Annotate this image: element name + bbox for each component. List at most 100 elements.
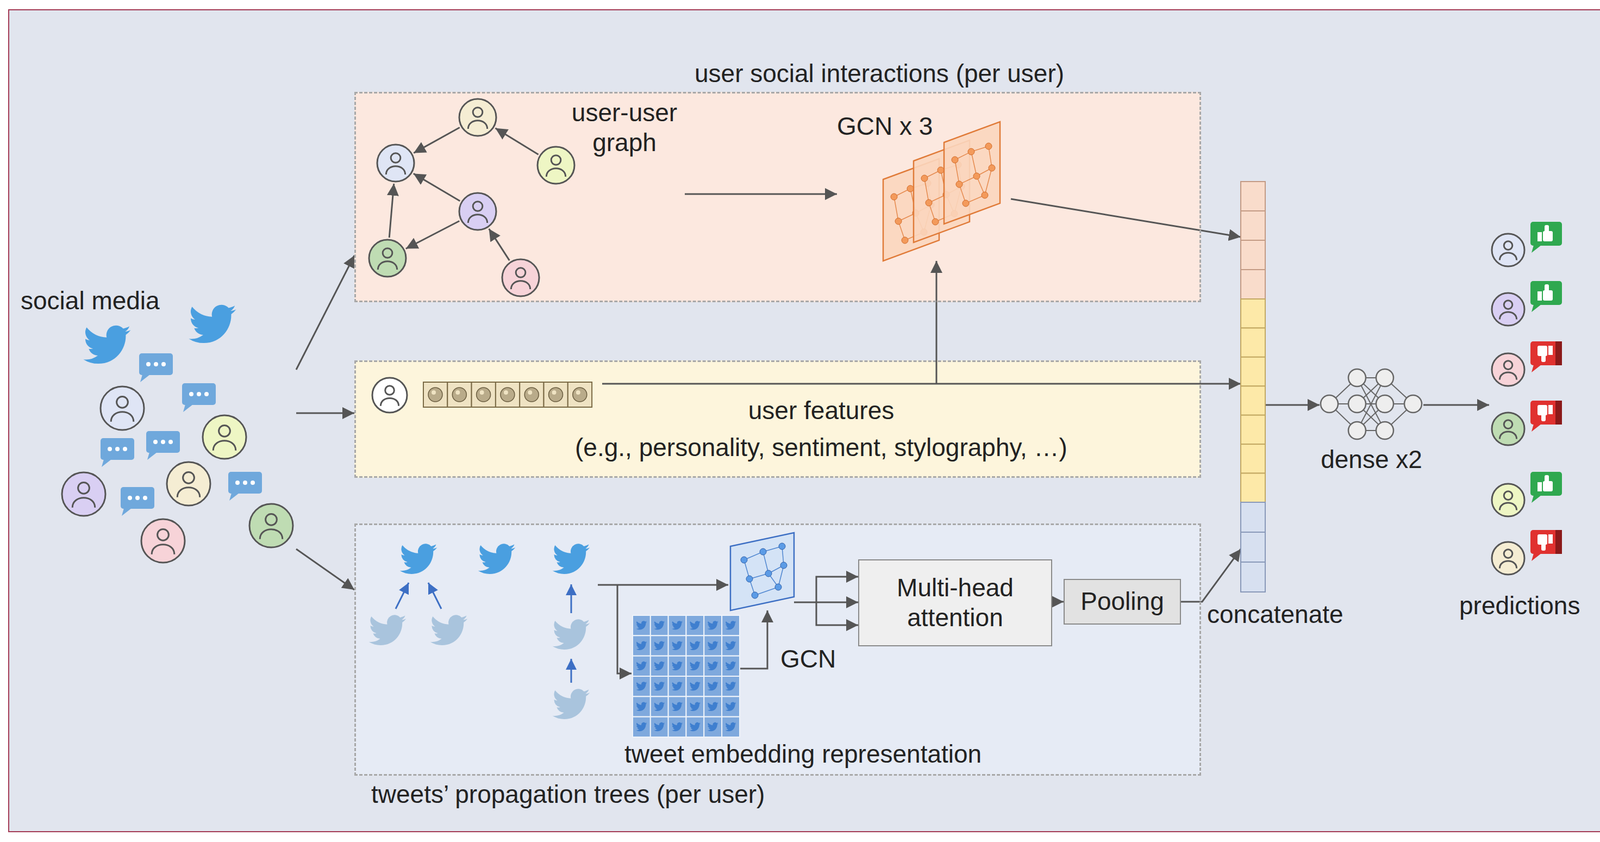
- embedding-cell: [632, 655, 651, 677]
- feature-cell: [567, 382, 592, 408]
- bird-icon: [725, 641, 737, 650]
- embedding-cell: [686, 676, 705, 697]
- vector-cell: [1240, 532, 1266, 562]
- bird-icon: [689, 681, 701, 691]
- neuron: [1376, 369, 1394, 387]
- embedding-cell: [650, 716, 669, 737]
- bird-icon: [707, 722, 719, 731]
- bird-icon: [707, 620, 719, 630]
- pooling-box: Pooling: [1063, 578, 1181, 625]
- arrow-line: [413, 127, 460, 153]
- embedding-cell: [721, 676, 740, 697]
- embedding-grid: tweet embedding representation: [632, 615, 740, 737]
- connector-line: [1010, 198, 1241, 237]
- speech-bubble: [1530, 221, 1562, 253]
- neuron: [1404, 395, 1422, 413]
- arrow-line: [617, 584, 632, 674]
- connector-line: [1265, 404, 1320, 406]
- bird-icon: [653, 641, 665, 650]
- feature-cell: [471, 382, 496, 408]
- connector-line: [1423, 404, 1490, 406]
- bird-icon: [552, 688, 591, 720]
- feature-cell: [447, 382, 472, 408]
- vector-cell: [1240, 561, 1266, 592]
- user-icon: [537, 146, 575, 184]
- bird-icon: [689, 661, 701, 671]
- bird-icon: [671, 681, 683, 691]
- node-label: user features: [748, 395, 895, 426]
- bird-icon: [707, 681, 719, 691]
- user-icon: [61, 472, 106, 516]
- embedding-cell: [668, 635, 687, 656]
- panel-fill: [354, 91, 1202, 303]
- bird-icon: [635, 681, 647, 691]
- arrow-line: [405, 220, 460, 249]
- embedding-cell: [703, 635, 722, 656]
- arrow-line: [428, 582, 442, 609]
- feature-cell: [423, 382, 448, 408]
- node-label: tweet embedding representation: [624, 739, 982, 770]
- bird-icon: [552, 619, 591, 650]
- vector-cell: [1240, 210, 1266, 241]
- connector: [1265, 404, 1320, 406]
- bird-icon: [671, 620, 683, 630]
- connector: [794, 576, 859, 625]
- bird-icon: [671, 661, 683, 671]
- bird-icon: [430, 614, 468, 646]
- connector-line: [816, 602, 859, 625]
- user-icon: [1491, 541, 1525, 575]
- bird-icon: [725, 661, 737, 671]
- illustration: [632, 615, 639, 621]
- vector-cell: [1240, 502, 1266, 533]
- bird-icon: [671, 641, 683, 650]
- embedding-cell: [650, 696, 669, 717]
- bird-icon: [725, 722, 737, 731]
- embedding-cell: [721, 696, 740, 717]
- embedding-cell: [721, 716, 740, 737]
- connector-line: [1180, 548, 1241, 602]
- embedding-cell: [668, 696, 687, 717]
- vector-cell: [1240, 385, 1266, 415]
- embedding-cell: [721, 635, 740, 656]
- user-icon: [1491, 412, 1525, 446]
- user-icon: [502, 259, 540, 297]
- feature-cell: [544, 382, 568, 408]
- bird-icon: [635, 661, 647, 671]
- embedding-cell: [686, 615, 705, 636]
- speech-bubble: [146, 430, 180, 460]
- node-label: dense x2: [1320, 444, 1423, 475]
- vector-cell: [1240, 473, 1266, 503]
- embedding-cell: [668, 716, 687, 737]
- vector-cell: [1240, 298, 1266, 328]
- bird-icon: [635, 641, 647, 650]
- user-icon: [166, 461, 211, 506]
- user-icon: [202, 415, 247, 459]
- interaction-panel: user social interactions (per user)GCN x…: [354, 91, 1202, 303]
- speech-bubble: [1530, 280, 1562, 312]
- embedding-cell: [650, 615, 669, 636]
- bird-icon: [188, 304, 236, 343]
- embedding-cell: [632, 676, 651, 697]
- embedding-cell: [632, 696, 651, 717]
- neuron: [1376, 395, 1394, 413]
- speech-bubble: [228, 471, 262, 501]
- illustration: [1489, 222, 1495, 229]
- vector-cell: [1240, 444, 1266, 473]
- embedding-cell: [686, 655, 705, 677]
- arrow-line: [570, 658, 573, 683]
- bird-icon: [635, 702, 647, 711]
- bird-icon: [552, 543, 591, 574]
- bird-icon: [671, 702, 683, 711]
- embedding-cell: [668, 676, 687, 697]
- embedding-cell: [632, 716, 651, 737]
- bird-icon: [635, 722, 647, 731]
- vector-cell: [1240, 181, 1266, 211]
- neuron: [1348, 421, 1366, 440]
- prediction-list: predictions: [1489, 222, 1566, 579]
- connector: [936, 260, 937, 361]
- user-icon: [459, 98, 497, 136]
- node-label: Multi-head attention: [859, 572, 1052, 633]
- panel-fill: [354, 523, 1202, 776]
- panel-fill: [354, 360, 1202, 478]
